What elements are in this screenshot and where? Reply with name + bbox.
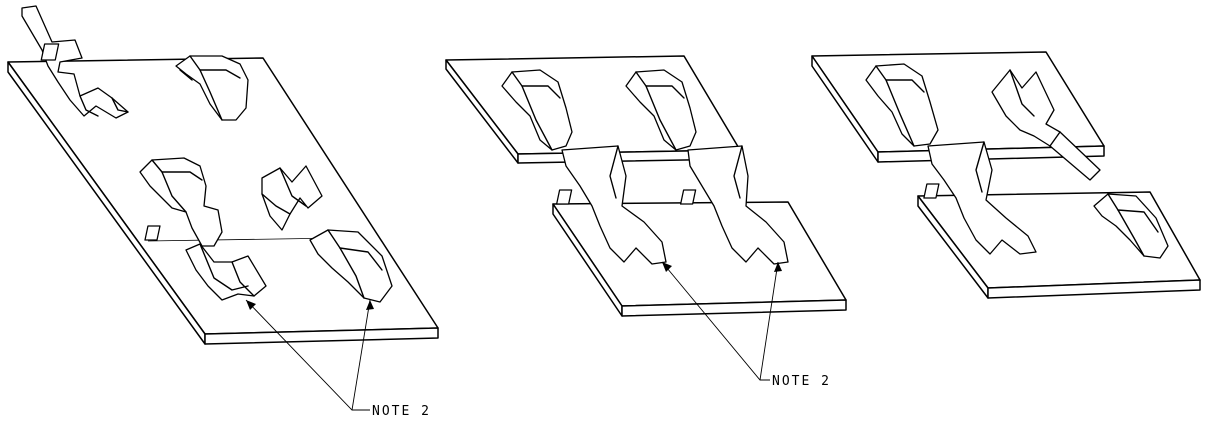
view-1-clip-bottom-left [185,243,267,301]
view-2-assembly [445,55,847,381]
view-1-note-label: NOTE 2 [372,404,431,419]
view-2-clip-upper-left [501,69,573,151]
view-1-assembly [7,5,439,411]
view-2-note-leader [661,261,782,381]
view-3-clip-lower-right [1093,193,1169,259]
view-3-clip-upper-right [991,69,1101,181]
view-3-clip-upper-left [865,63,939,147]
view-1-clip-top-left [21,5,129,119]
view-2-clip-bridge-right [679,145,789,265]
view-1-note-leader [245,299,374,411]
view-1-clip-bottom-right [309,229,393,303]
view-2-note-label: NOTE 2 [772,374,831,389]
view-1-clip-center-left [139,157,223,247]
view-1-clip-top-right [175,55,249,121]
view-3-assembly [811,51,1201,299]
view-2-clip-bridge-left [555,145,667,265]
view-2-upper-plate [445,55,741,164]
view-3-clip-bridge [923,141,1037,255]
view-1-clip-center-right [261,165,323,231]
view-2-clip-upper-right [625,69,697,151]
